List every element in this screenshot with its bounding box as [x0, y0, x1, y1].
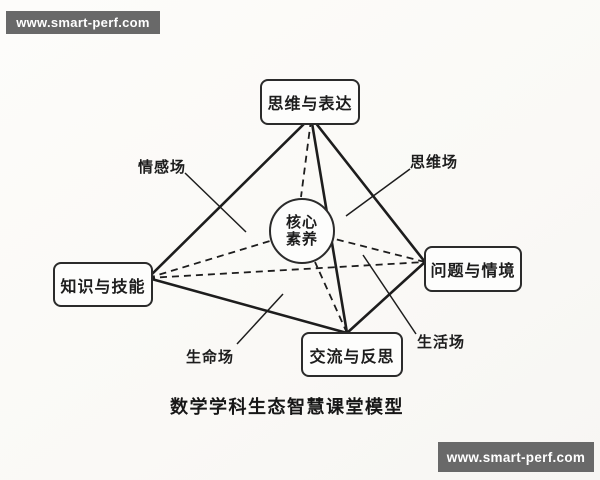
- edge-left-to-bottom: [146, 276, 349, 335]
- watermark-text-top: www.smart-perf.com: [16, 15, 150, 30]
- edge-top-to-left: [146, 115, 313, 280]
- core-literacy-line2: 素养: [285, 231, 318, 248]
- node-problem-situation-label: 问题与情境: [430, 263, 516, 280]
- node-communication-reflection-label: 交流与反思: [309, 348, 395, 366]
- median-bottom-to-core: [314, 261, 348, 334]
- median-right-to-core: [334, 238, 426, 263]
- label-life-field: 生命场: [186, 349, 235, 366]
- watermark-badge-top: www.smart-perf.com: [6, 11, 160, 34]
- label-thought-field: 思维场: [410, 154, 459, 171]
- watermark-badge-bottom: www.smart-perf.com: [438, 442, 594, 472]
- node-communication-reflection: 交流与反思: [301, 332, 403, 377]
- leader-life-field: [236, 293, 284, 345]
- leader-emotion-field: [184, 172, 247, 233]
- edge-top-to-right: [309, 115, 427, 264]
- edge-bottom-to-right: [345, 260, 427, 335]
- node-problem-situation: 问题与情境: [424, 246, 522, 292]
- diagram-caption: 数学学科生态智慧课堂模型: [170, 397, 404, 417]
- core-literacy-circle: 核心 素养: [269, 198, 335, 264]
- node-knowledge-skills-label: 知识与技能: [60, 278, 146, 296]
- label-emotion-field: 情感场: [138, 159, 187, 176]
- node-thinking-expression: 思维与表达: [260, 79, 360, 125]
- node-thinking-expression-label: 思维与表达: [267, 96, 353, 113]
- core-literacy-line1: 核心: [285, 213, 318, 231]
- edge-left-to-right-hidden: [147, 261, 426, 279]
- leader-thought-field: [345, 168, 411, 217]
- watermark-text-bottom: www.smart-perf.com: [446, 449, 586, 465]
- label-living-field: 生活场: [417, 334, 466, 351]
- median-top-to-core: [300, 119, 312, 198]
- median-left-to-core: [147, 240, 271, 279]
- leader-living-field: [362, 254, 417, 335]
- node-knowledge-skills: 知识与技能: [53, 262, 153, 307]
